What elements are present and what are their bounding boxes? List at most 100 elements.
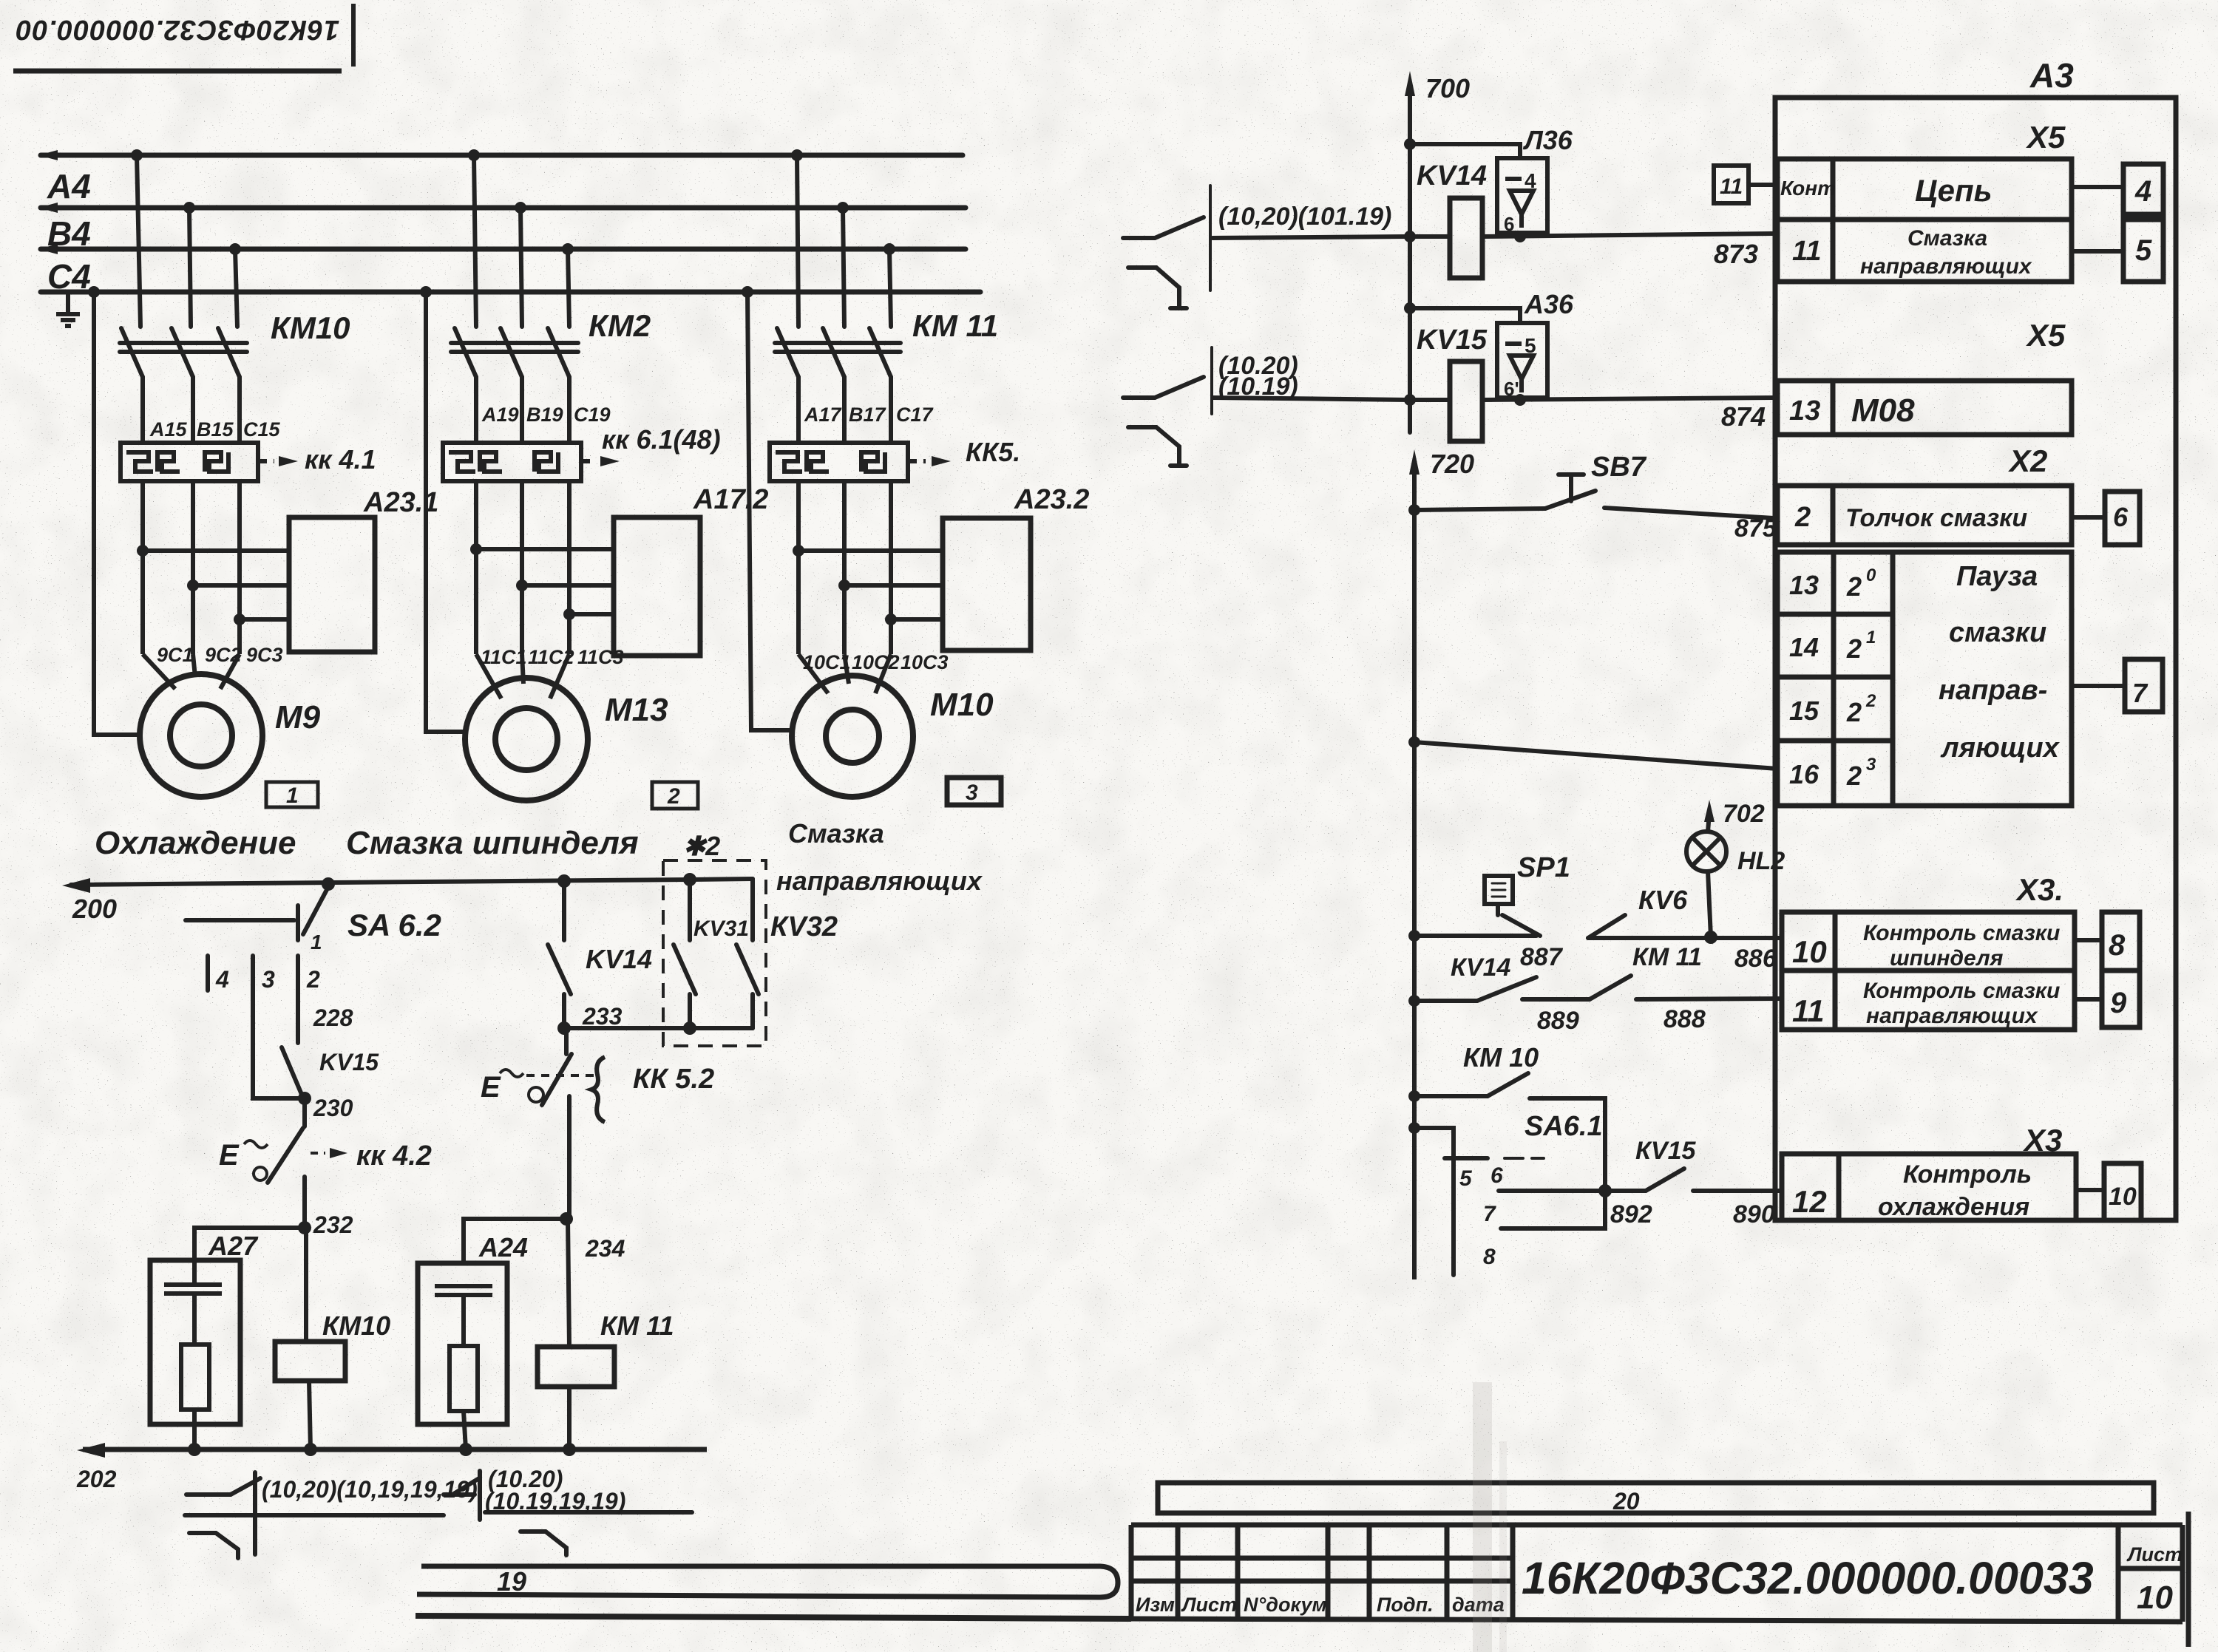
svg-text:М13: М13	[605, 692, 668, 728]
svg-text:(10.20): (10.20)	[488, 1466, 563, 1492]
svg-text:КМ 11: КМ 11	[600, 1311, 674, 1341]
svg-text:19: 19	[497, 1566, 526, 1597]
svg-text:КМ 11: КМ 11	[912, 308, 998, 343]
svg-text:(10,20)(10,19,19,19): (10,20)(10,19,19,19)	[262, 1476, 478, 1503]
svg-text:А15: А15	[149, 418, 188, 441]
svg-text:дата: дата	[1452, 1594, 1505, 1616]
svg-text:Е: Е	[481, 1071, 501, 1104]
svg-text:11: 11	[1792, 236, 1821, 267]
svg-text:1: 1	[1866, 628, 1876, 647]
svg-text:889: 889	[1537, 1007, 1579, 1035]
svg-text:4: 4	[215, 966, 229, 993]
svg-text:охлаждения: охлаждения	[1878, 1193, 2029, 1221]
svg-text:А17: А17	[804, 404, 843, 426]
svg-text:6: 6	[1490, 1163, 1503, 1188]
svg-text:16К20Ф3С32.000000.00033: 16К20Ф3С32.000000.00033	[1522, 1553, 2094, 1603]
svg-text:9С3: 9С3	[246, 644, 283, 666]
svg-text:Подп.: Подп.	[1377, 1594, 1434, 1616]
svg-text:KV31: KV31	[693, 917, 749, 941]
svg-text:702: 702	[1723, 800, 1765, 828]
svg-text:X2: X2	[2008, 443, 2047, 478]
svg-text:202: 202	[76, 1466, 117, 1492]
svg-text:KV14: KV14	[1417, 160, 1487, 191]
svg-text:5: 5	[1459, 1166, 1473, 1191]
svg-text:4: 4	[2134, 175, 2151, 208]
svg-text:В19: В19	[526, 404, 563, 426]
svg-text:892: 892	[1610, 1200, 1652, 1228]
svg-text:Пауза: Пауза	[1956, 561, 2038, 592]
svg-text:KV14: KV14	[586, 944, 652, 974]
svg-text:С15: С15	[243, 418, 281, 441]
svg-text:5: 5	[1525, 334, 1536, 357]
svg-text:Контроль смазки: Контроль смазки	[1863, 979, 2060, 1003]
svg-text:Смазка: Смазка	[788, 818, 884, 849]
svg-text:5: 5	[2135, 234, 2152, 267]
svg-text:Изм: Изм	[1136, 1594, 1175, 1616]
svg-text:А24: А24	[478, 1232, 528, 1262]
svg-text:КМ10: КМ10	[271, 310, 350, 345]
svg-text:2: 2	[1846, 571, 1862, 602]
svg-text:0: 0	[1866, 565, 1876, 585]
svg-text:890: 890	[1733, 1200, 1775, 1228]
svg-text:КV32: КV32	[770, 911, 838, 942]
svg-text:направ-: направ-	[1939, 675, 2047, 706]
svg-text:10С3: 10С3	[901, 651, 949, 673]
svg-text:направляющих: направляющих	[776, 866, 983, 896]
svg-text:А3: А3	[2029, 56, 2074, 95]
svg-text:873: 873	[1714, 239, 1758, 269]
svg-text:11: 11	[1792, 993, 1825, 1028]
svg-text:кк 6.1(48): кк 6.1(48)	[602, 424, 721, 455]
svg-text:875: 875	[1734, 514, 1777, 543]
svg-text:Е: Е	[219, 1139, 240, 1172]
svg-text:3: 3	[1866, 755, 1876, 775]
svg-text:КМ 11: КМ 11	[1632, 943, 1702, 971]
svg-text:X3.: X3.	[2015, 872, 2063, 907]
svg-text:11С3: 11С3	[577, 646, 624, 668]
svg-text:(10.20): (10.20)	[1218, 352, 1298, 380]
svg-text:2: 2	[1846, 697, 1862, 727]
svg-text:смазки: смазки	[1949, 617, 2046, 648]
svg-text:700: 700	[1425, 73, 1470, 103]
svg-text:874: 874	[1721, 401, 1766, 432]
svg-text:6: 6	[1504, 213, 1514, 235]
svg-text:10С1: 10С1	[803, 651, 851, 673]
svg-text:ляющих: ляющих	[1940, 732, 2061, 764]
svg-text:направляющих: направляющих	[1860, 254, 2032, 279]
svg-text:2: 2	[306, 966, 320, 993]
svg-text:М08: М08	[1851, 392, 1915, 429]
svg-text:14: 14	[1789, 632, 1819, 662]
svg-text:N°докум: N°докум	[1244, 1594, 1327, 1616]
svg-text:КV14: КV14	[1451, 954, 1510, 982]
svg-text:888: 888	[1664, 1005, 1706, 1033]
svg-text:13: 13	[1789, 570, 1819, 600]
svg-text:3: 3	[262, 966, 275, 993]
svg-text:6: 6	[2113, 502, 2129, 532]
svg-text:А19: А19	[481, 404, 519, 426]
svg-text:Охлаждение: Охлаждение	[95, 825, 296, 861]
svg-text:3: 3	[966, 781, 978, 805]
svg-text:8: 8	[1483, 1245, 1496, 1269]
svg-text:А23.2: А23.2	[1014, 484, 1089, 515]
svg-text:8: 8	[2109, 929, 2126, 962]
svg-text:КМ10: КМ10	[322, 1311, 390, 1341]
svg-text:11С1: 11С1	[481, 646, 527, 668]
svg-text:КV15: КV15	[1635, 1137, 1696, 1165]
svg-text:6': 6'	[1504, 378, 1519, 400]
svg-text:1: 1	[311, 931, 322, 954]
svg-text:10С2: 10С2	[852, 651, 900, 673]
svg-text:SB7: SB7	[1591, 452, 1647, 483]
svg-text:SA 6.2: SA 6.2	[347, 908, 441, 942]
svg-text:кк 4.2: кк 4.2	[356, 1141, 432, 1172]
svg-text:16: 16	[1789, 759, 1819, 789]
svg-text:А36: А36	[1524, 289, 1574, 319]
svg-text:Цепь: Цепь	[1915, 173, 1993, 208]
svg-text:Контроль смазки: Контроль смазки	[1863, 921, 2060, 945]
svg-text:(10.19): (10.19)	[1218, 373, 1298, 401]
svg-text:КК 5.2: КК 5.2	[633, 1064, 714, 1095]
svg-text:кк 4.1: кк 4.1	[305, 444, 376, 475]
svg-text:(10,20)(101.19): (10,20)(101.19)	[1218, 203, 1391, 231]
svg-text:20: 20	[1612, 1488, 1640, 1515]
svg-text:886: 886	[1734, 945, 1777, 973]
svg-text:Л36: Л36	[1522, 125, 1573, 155]
svg-text:234: 234	[585, 1235, 625, 1262]
